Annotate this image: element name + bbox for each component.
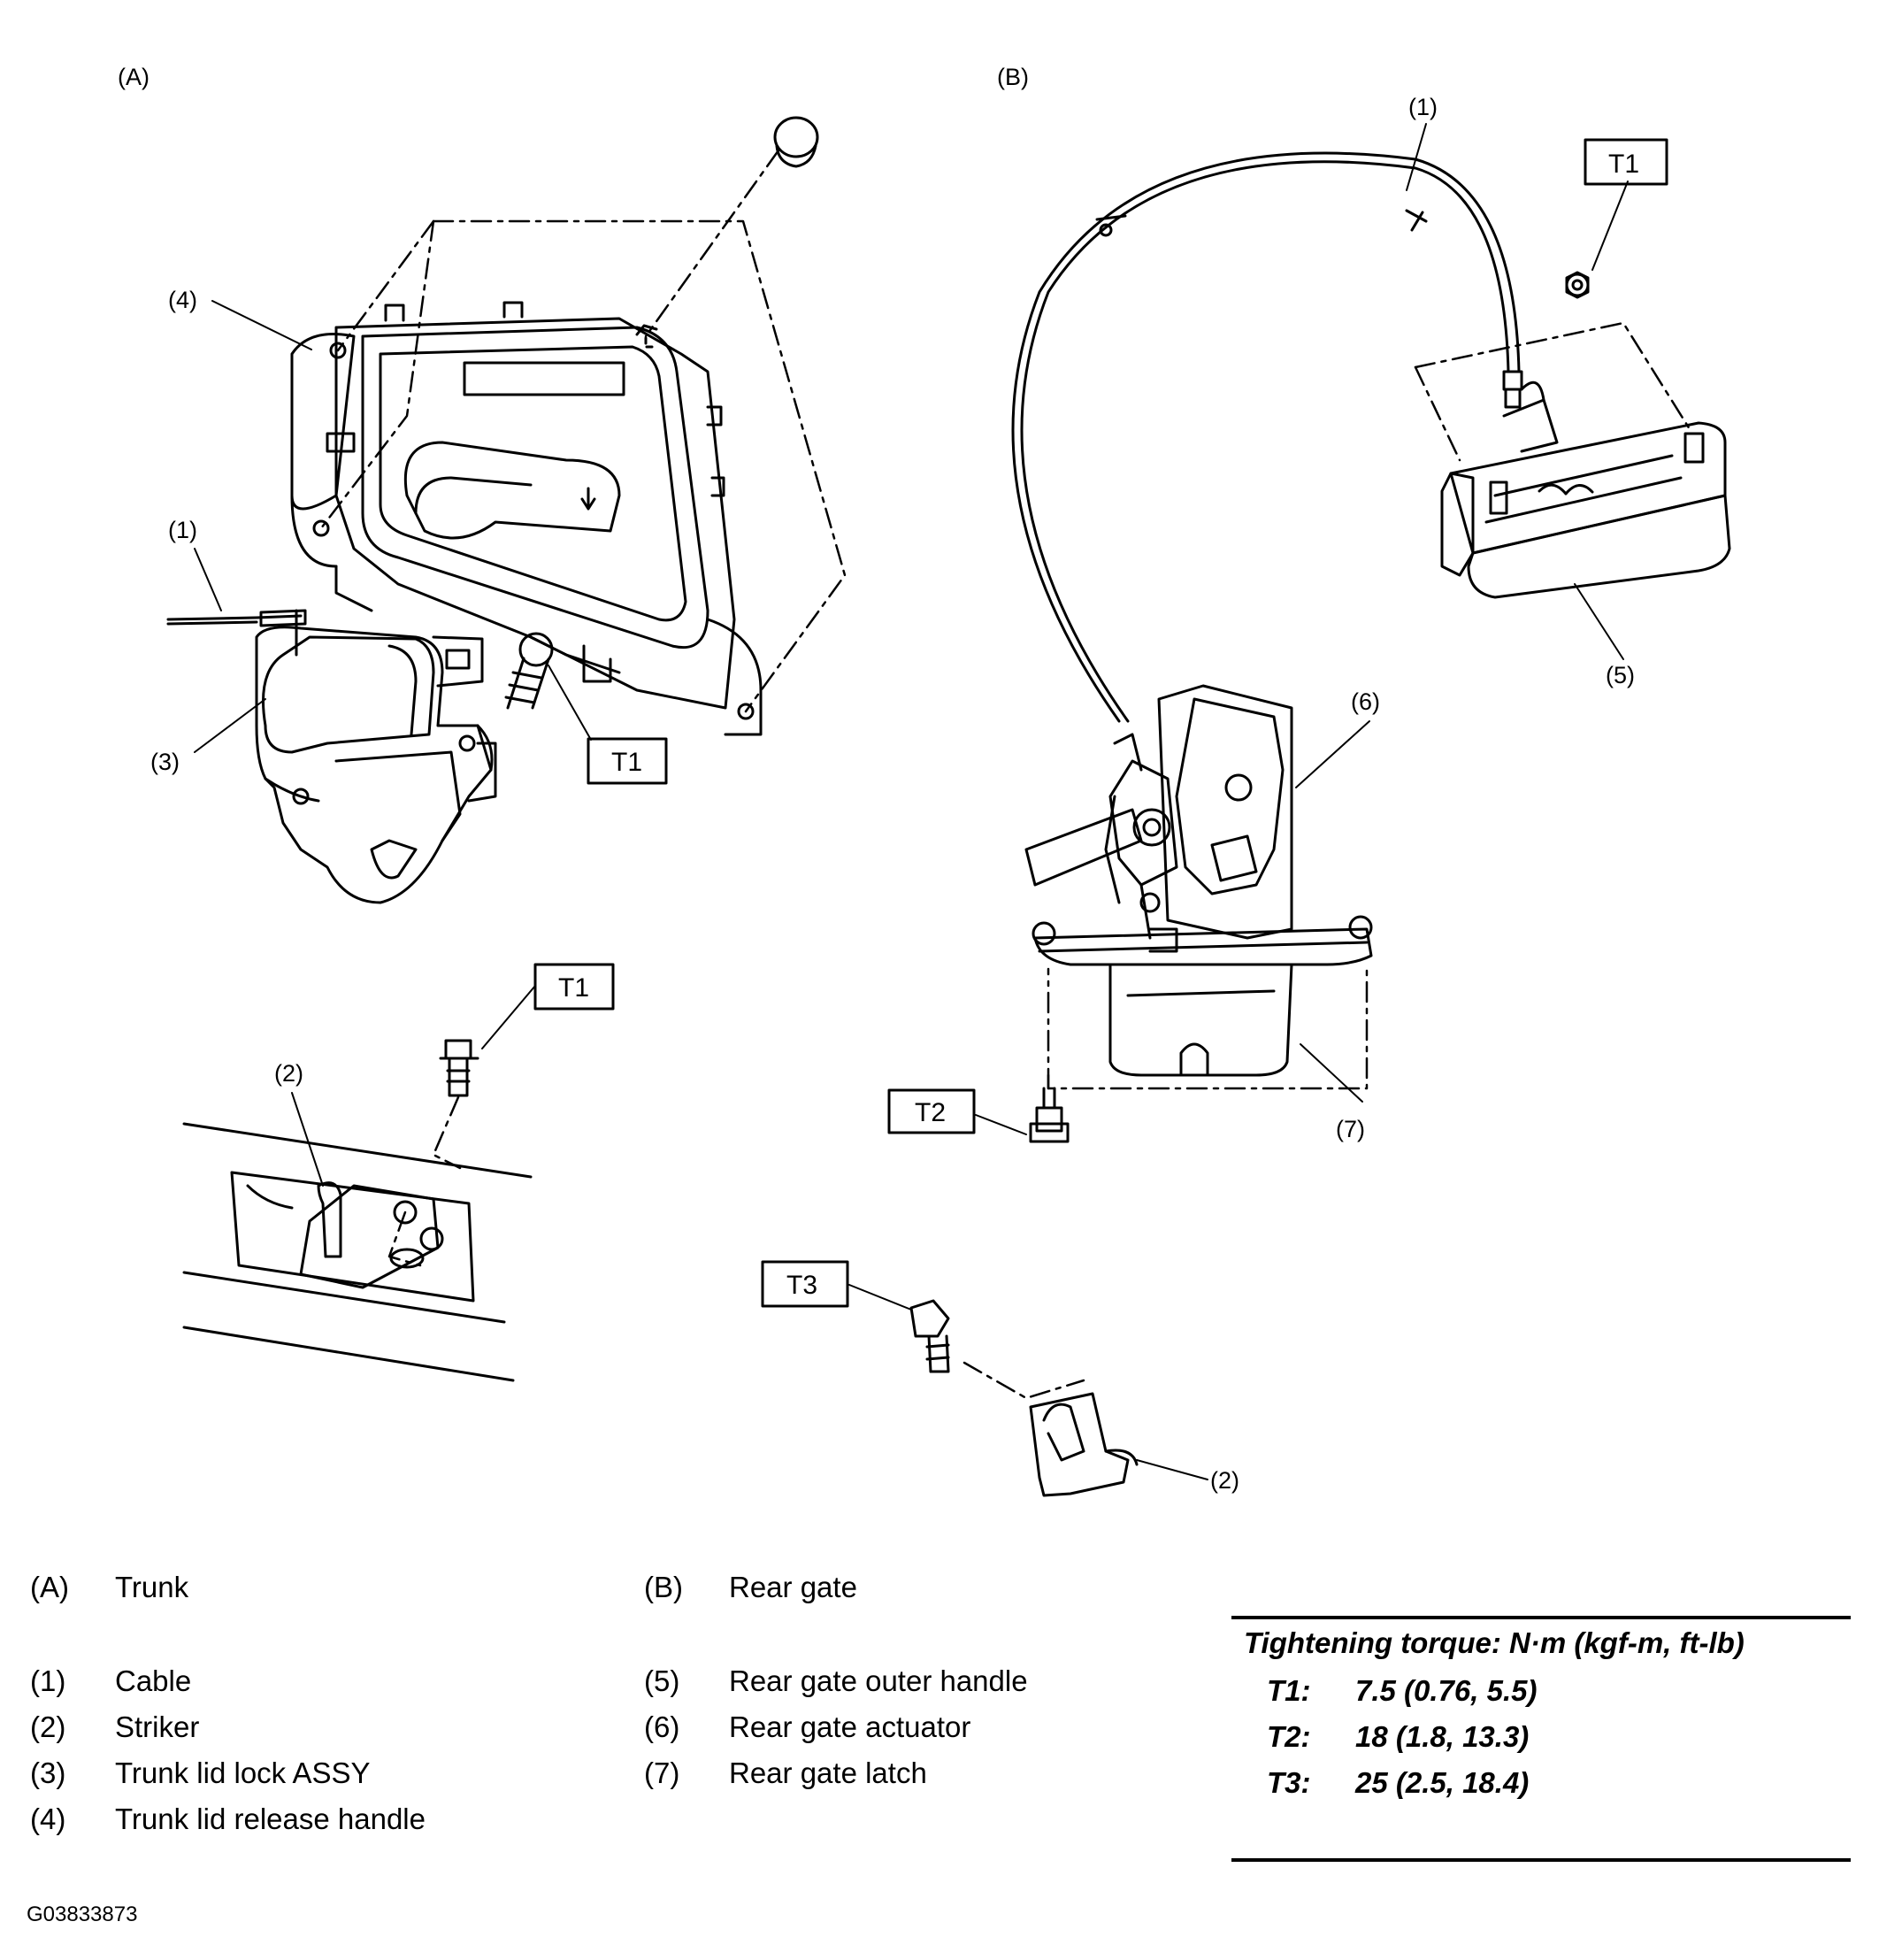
torque-box-t1-a-upper [587,737,668,785]
bolt-b-t2 [1029,1087,1070,1143]
dash-chain-lines-a [319,149,847,713]
callout-b-7: (7) [1336,1116,1365,1142]
bolt-a-actuator [504,632,554,710]
cable-a [166,609,307,657]
callout-a-3: (3) [150,749,180,775]
leader-lines-b [848,123,1629,1480]
callout-b-5: (5) [1606,662,1635,688]
leader-lines-a [194,300,592,1187]
section-a-label: (A) [118,64,150,90]
clip-cap [773,116,819,168]
trunk-lid-lock-assy [255,626,497,904]
torque-label-t3-b: T3 [786,1271,817,1300]
torque-label-t1-a-lower: T1 [558,973,589,1003]
torque-row-t3: T3:25 (2.5, 18.4) [1267,1766,1530,1799]
callout-b-2: (2) [1210,1467,1239,1494]
callout-a-1: (1) [168,517,197,543]
bolt-a-striker [439,1039,479,1097]
torque-box-t1-a-lower [533,963,615,1011]
striker-a-panel [182,1122,533,1382]
legend: (A) Trunk (B) Rear gate (1) Cable (2) St… [30,1571,1028,1835]
striker-b [1029,1392,1139,1497]
torque-table: Tightening torque: N·m (kgf-m, ft-lb) T1… [1231,1616,1851,1862]
trunk-lid-release-handle [290,301,763,736]
rear-gate-latch [1032,915,1373,1077]
callout-b-6: (6) [1351,688,1380,715]
rear-gate-actuator [1024,684,1293,953]
callout-a-2: (2) [274,1060,303,1087]
torque-box-t2-b [887,1088,976,1134]
cable-b [1011,151,1523,723]
dash-chain-lines-a2 [387,1095,462,1267]
figure-id: G03833873 [27,1902,138,1926]
rear-gate-outer-handle [1440,271,1731,599]
dash-chain-lines-b [963,321,1691,1400]
callout-b-1: (1) [1408,94,1438,120]
parts-diagram: (A) (B) (4) (1) (3) (2) T1 T1 (1) T1 (5)… [118,64,1731,1497]
torque-label-t1-a-upper: T1 [611,748,642,777]
section-b-label: (B) [997,64,1029,90]
bolt-b-t1 [1571,279,1584,291]
bolt-b-t3 [909,1299,950,1373]
callout-a-4: (4) [168,287,197,313]
torque-label-t1-b: T1 [1608,150,1639,179]
torque-table-title: Tightening torque: N·m (kgf-m, ft-lb) [1244,1626,1745,1659]
torque-row-t1: T1:7.5 (0.76, 5.5) [1267,1674,1538,1707]
torque-row-t2: T2:18 (1.8, 13.3) [1267,1720,1530,1753]
torque-label-t2-b: T2 [915,1098,946,1127]
torque-box-t3-b [761,1260,849,1308]
torque-box-t1-b [1584,138,1668,186]
